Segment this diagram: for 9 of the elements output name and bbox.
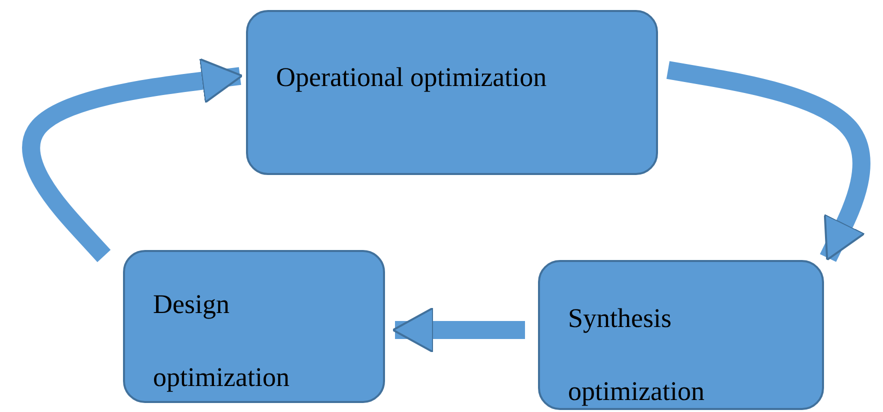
process-box	[246, 10, 658, 175]
box-label: Design optimization	[153, 288, 290, 394]
arrow	[392, 307, 525, 353]
box-label: Synthesis optimization	[568, 302, 706, 408]
arrow	[22, 58, 243, 262]
box-label: Operational optimization	[276, 61, 548, 94]
process-box	[123, 250, 385, 403]
arrow	[666, 61, 870, 262]
process-box	[538, 260, 824, 410]
